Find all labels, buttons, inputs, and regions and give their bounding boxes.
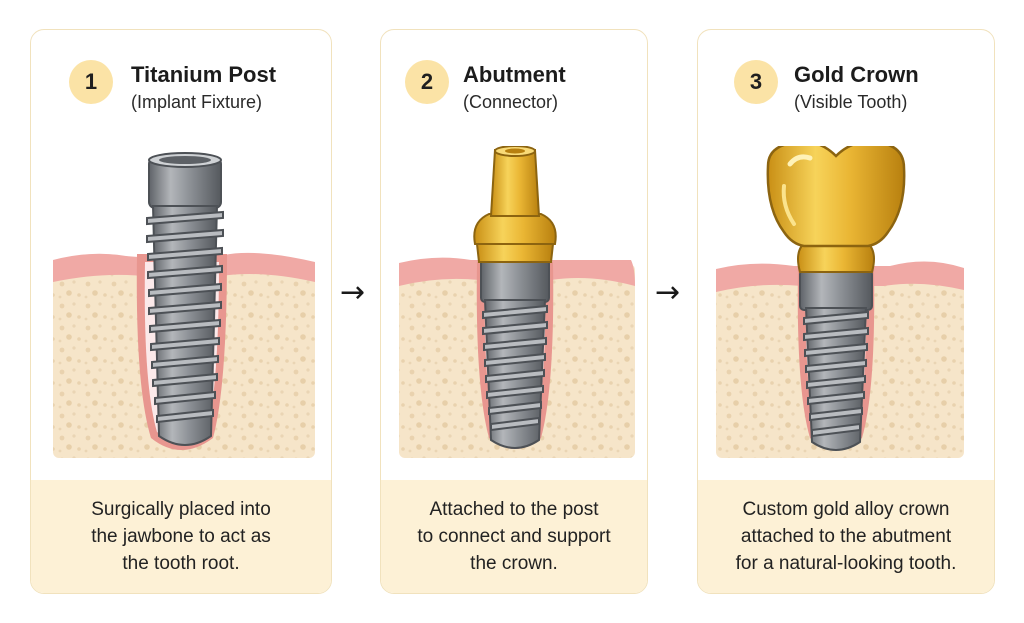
step-title: Gold Crown: [794, 62, 919, 87]
step-title: Titanium Post: [131, 62, 277, 87]
caption-line: the tooth root.: [122, 553, 240, 574]
step-subtitle: (Visible Tooth): [794, 92, 908, 112]
titanium-post-illustration: [31, 146, 331, 476]
titanium-post-icon: [480, 257, 550, 449]
caption-line: to connect and support: [417, 526, 611, 547]
step-title: Abutment: [463, 62, 566, 87]
right-arrow-icon: →: [655, 275, 681, 310]
step-subtitle: (Implant Fixture): [131, 92, 263, 112]
titanium-post-icon: [799, 269, 873, 451]
step-header: 2 Abutment (Connector): [381, 58, 647, 138]
caption-line: Attached to the post: [429, 499, 599, 520]
caption-line: attached to the abutment: [740, 526, 952, 547]
gold-crown-illustration: [698, 140, 994, 476]
caption-line: the jawbone to act as: [91, 526, 271, 547]
step-subtitle: (Connector): [463, 92, 559, 112]
gold-crown-icon: [766, 140, 906, 248]
caption-line: the crown.: [470, 553, 558, 574]
titanium-post-icon: [146, 152, 224, 446]
caption-line: Custom gold alloy crown: [742, 499, 950, 520]
step-panel-1: 1 Titanium Post (Implant Fixture): [30, 29, 332, 594]
step-caption: Attached to the post to connect and supp…: [381, 480, 647, 593]
step-number-badge: 2: [405, 60, 449, 104]
caption-line: Surgically placed into: [91, 499, 271, 520]
step-caption: Custom gold alloy crown attached to the …: [698, 480, 994, 593]
abutment-icon: [473, 145, 557, 263]
caption-line: for a natural-looking tooth.: [735, 553, 957, 574]
step-caption: Surgically placed into the jawbone to ac…: [31, 480, 331, 593]
step-panel-3: 3 Gold Crown (Visible Tooth): [697, 29, 995, 594]
right-arrow-icon: →: [340, 275, 366, 310]
step-header: 3 Gold Crown (Visible Tooth): [698, 58, 994, 138]
step-number-badge: 1: [69, 60, 113, 104]
abutment-illustration: [381, 145, 647, 476]
step-panel-2: 2 Abutment (Connector): [380, 29, 648, 594]
step-header: 1 Titanium Post (Implant Fixture): [31, 58, 331, 138]
step-number-badge: 3: [734, 60, 778, 104]
